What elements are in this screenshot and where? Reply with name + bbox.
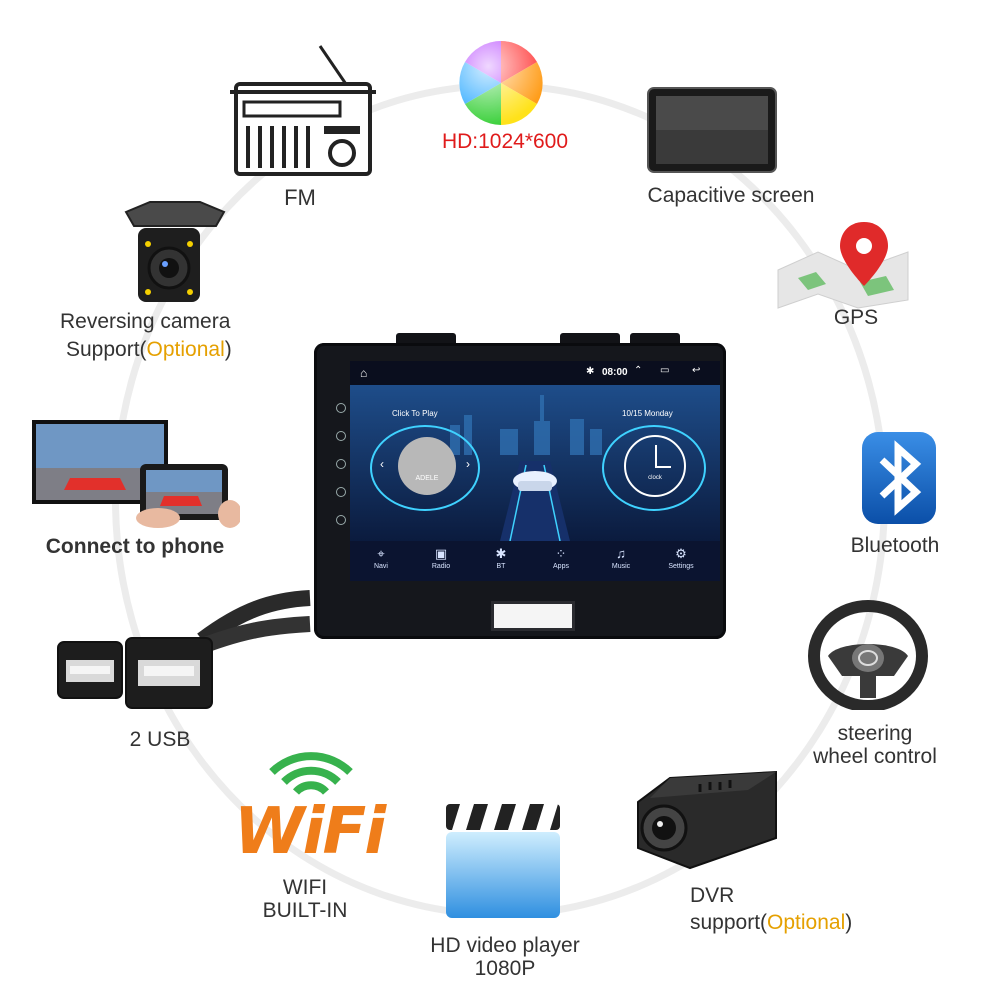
dock-radio[interactable]: ▣Radio bbox=[414, 545, 468, 570]
dock-apps[interactable]: ⁘Apps bbox=[534, 545, 588, 570]
steering-wheel-label: steering wheel control bbox=[800, 722, 950, 768]
wifi-label: WIFI BUILT-IN bbox=[240, 876, 370, 922]
dock-settings[interactable]: ⚙Settings bbox=[654, 545, 708, 570]
date-label: 10/15 Monday bbox=[622, 409, 673, 418]
volume-down-button[interactable] bbox=[336, 515, 346, 525]
expand-icon[interactable]: ⌃ bbox=[634, 365, 643, 376]
steering-line1: steering bbox=[837, 722, 913, 745]
steering-line2: wheel control bbox=[813, 745, 937, 768]
reversing-camera-line1: Reversing camera bbox=[60, 310, 231, 333]
wifi-signal-icon bbox=[268, 748, 354, 800]
connect-phone-label: Connect to phone bbox=[45, 535, 225, 558]
recent-apps-icon[interactable]: ▭ bbox=[660, 365, 670, 376]
wifi-line2: BUILT-IN bbox=[262, 899, 348, 922]
hd-resolution-label: HD:1024*600 bbox=[441, 130, 569, 153]
gps-label: GPS bbox=[833, 306, 879, 329]
dvr-line2: support(Optional) bbox=[690, 911, 853, 934]
video-line1: HD video player bbox=[430, 934, 580, 957]
usb-label: 2 USB bbox=[129, 728, 191, 751]
prev-track-icon[interactable]: ‹ bbox=[380, 457, 384, 471]
home-icon[interactable]: ⌂ bbox=[360, 366, 368, 380]
capacitive-screen-label: Capacitive screen bbox=[647, 184, 815, 207]
phone-mirror-icon bbox=[30, 418, 242, 528]
music-widget[interactable]: Click To Play ADELE ‹ › bbox=[362, 409, 482, 537]
apps-icon: ⁘ bbox=[555, 546, 567, 561]
back-button[interactable] bbox=[336, 459, 346, 469]
steering-wheel-icon bbox=[808, 600, 928, 712]
home-button[interactable] bbox=[336, 431, 346, 441]
dock-navi[interactable]: ⌖Navi bbox=[354, 545, 408, 570]
video-line2: 1080P bbox=[474, 957, 536, 980]
head-unit-bezel: ⌂ ✱ 08:00 ⌃ ▭ ↩ bbox=[314, 343, 726, 639]
volume-up-button[interactable] bbox=[336, 487, 346, 497]
back-icon[interactable]: ↩ bbox=[692, 365, 701, 376]
music-icon: ♫ bbox=[616, 546, 626, 561]
dvr-camera-icon bbox=[630, 768, 780, 876]
status-bar: ⌂ ✱ 08:00 ⌃ ▭ ↩ bbox=[350, 361, 720, 385]
album-title: ADELE bbox=[415, 475, 439, 482]
wifi-line1: WIFI bbox=[282, 876, 328, 899]
status-time: 08:00 bbox=[602, 367, 628, 378]
head-unit-screen: ⌂ ✱ 08:00 ⌃ ▭ ↩ bbox=[350, 361, 720, 581]
bt-app-icon: ✱ bbox=[495, 546, 507, 561]
usb-cable-icon bbox=[52, 580, 312, 720]
next-track-icon[interactable]: › bbox=[466, 457, 470, 471]
wifi-logo: WiFi bbox=[234, 795, 386, 869]
bluetooth-icon bbox=[860, 430, 938, 526]
bluetooth-label: Bluetooth bbox=[850, 534, 940, 557]
analog-clock: clock bbox=[624, 435, 686, 497]
album-art: ADELE bbox=[398, 437, 456, 495]
video-clapper-icon bbox=[444, 800, 562, 920]
reversing-camera-line2: Support(Optional) bbox=[66, 338, 232, 361]
app-dock: ⌖Navi ▣Radio ✱BT ⁘Apps ♫Music ⚙Settings bbox=[350, 541, 720, 581]
color-ball-icon bbox=[458, 40, 544, 126]
navi-icon: ⌖ bbox=[377, 546, 385, 561]
bluetooth-status-icon: ✱ bbox=[586, 366, 595, 377]
video-player-label: HD video player 1080P bbox=[410, 934, 600, 980]
settings-gear-icon: ⚙ bbox=[675, 546, 687, 561]
radio-app-icon: ▣ bbox=[434, 546, 448, 561]
reversing-camera-label: Reversing camera Support(Optional) bbox=[60, 310, 260, 361]
click-to-play-label: Click To Play bbox=[392, 409, 438, 418]
dvr-label: DVR support(Optional) bbox=[690, 884, 890, 934]
reversing-camera-icon bbox=[120, 198, 230, 308]
power-button[interactable] bbox=[336, 403, 346, 413]
dvr-line1: DVR bbox=[690, 884, 735, 907]
gps-map-icon bbox=[768, 220, 918, 310]
dock-bt[interactable]: ✱BT bbox=[474, 545, 528, 570]
mounting-slot bbox=[491, 601, 575, 631]
fm-label: FM bbox=[284, 185, 316, 210]
clock-widget[interactable]: 10/15 Monday clock bbox=[598, 409, 710, 537]
radio-icon bbox=[228, 40, 378, 180]
head-unit: ⌂ ✱ 08:00 ⌃ ▭ ↩ bbox=[300, 333, 740, 643]
screen-icon bbox=[646, 86, 778, 174]
dock-music[interactable]: ♫Music bbox=[594, 545, 648, 570]
clock-brand: clock bbox=[648, 475, 662, 481]
